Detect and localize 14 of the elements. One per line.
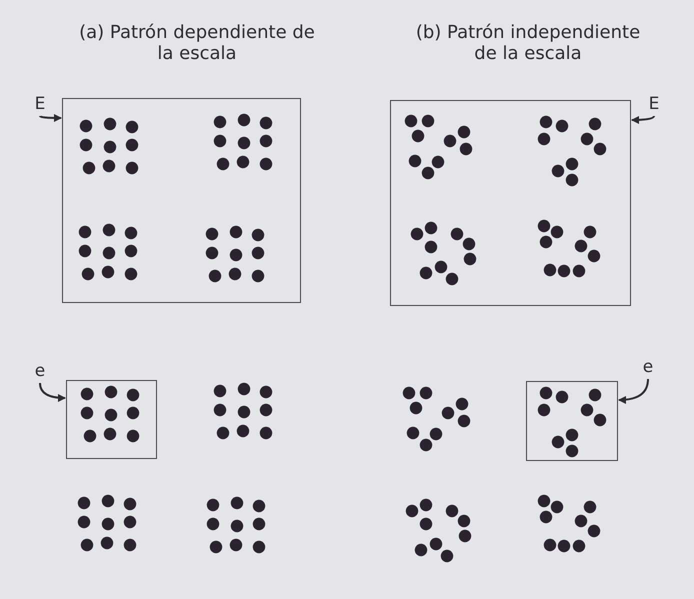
curved-arrow bbox=[618, 378, 649, 404]
frame-box bbox=[526, 381, 618, 461]
scale-label: e bbox=[33, 362, 47, 381]
scale-label: E bbox=[647, 95, 661, 114]
panel-heading: (a) Patrón dependiente de la escala bbox=[78, 22, 316, 64]
curved-arrow bbox=[39, 382, 66, 402]
curved-arrow bbox=[39, 114, 62, 122]
panel-heading: (b) Patrón independiente de la escala bbox=[414, 22, 642, 64]
scale-label: E bbox=[33, 95, 47, 114]
curved-arrow bbox=[631, 116, 655, 124]
frame-box bbox=[66, 380, 157, 459]
scale-label: e bbox=[641, 358, 655, 377]
frame-box bbox=[62, 98, 301, 303]
frame-box bbox=[390, 100, 631, 306]
